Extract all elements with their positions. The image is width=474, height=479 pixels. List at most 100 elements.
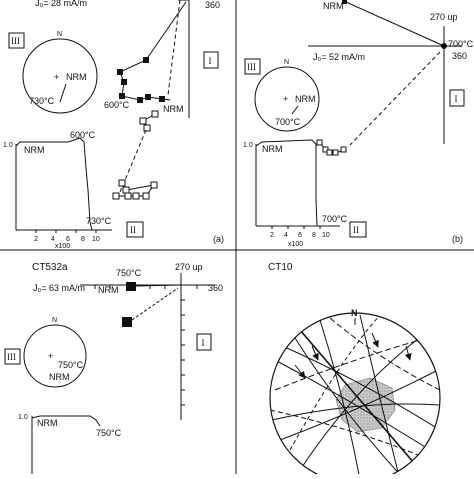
x-ticks [271, 226, 321, 229]
panel-b-box-i [449, 89, 465, 107]
panel-b-cross: + [283, 94, 288, 104]
demag-temp-730: 730°C [86, 216, 112, 226]
panel-c-axis-360: 360 [208, 283, 223, 293]
data-point [332, 149, 339, 156]
panel-a-stereonet-nrm: NRM [66, 72, 87, 82]
panel-b-horizontal-projection [345, 1, 445, 47]
panel-c-zij-nrm: NRM [98, 285, 119, 295]
data-point [119, 93, 125, 99]
panel-a-zij-temp-600: 600°C [104, 100, 130, 110]
panel-a-stereonet-temp: 730°C [29, 96, 55, 106]
panel-b-axis-360: 360 [452, 51, 467, 61]
data-point [118, 179, 126, 187]
x-tick-label: 10 [92, 236, 100, 243]
demag-curve [31, 415, 101, 427]
demag-temp-750: 750°C [96, 428, 122, 438]
panel-c-vertical-cluster [122, 317, 132, 327]
panel-a-north: N [57, 31, 62, 38]
x-tick-label: 2 [34, 236, 38, 243]
arrow [404, 345, 412, 361]
panel-a-label-ii: II [130, 225, 136, 235]
panel-b-north: N [284, 59, 289, 66]
arrow [294, 364, 306, 379]
panel-d-title: CT10 [268, 262, 293, 273]
great-circle [299, 329, 421, 471]
panel-c-stereonet-nrm: NRM [49, 372, 70, 382]
x-tick-label: 6 [66, 236, 70, 243]
panel-a-label-i: I [209, 56, 212, 66]
panel-b-stereonet [254, 66, 320, 132]
data-point [132, 192, 140, 200]
demag-curve [255, 139, 318, 227]
panel-d: CT10 N [268, 262, 441, 479]
arrow [311, 345, 319, 361]
data-point [340, 146, 347, 153]
panel-a-zij-nrm: NRM [163, 104, 184, 114]
x-tick-label: 2 [270, 232, 274, 239]
data-point [150, 181, 158, 189]
x-tick-label: 8 [81, 236, 85, 243]
panel-a-open-points [139, 110, 159, 132]
data-point [121, 79, 127, 85]
great-circles [270, 314, 440, 479]
panel-c-nrm-cluster [126, 282, 136, 291]
data-point [159, 96, 165, 102]
panel-d-stereonet [269, 312, 441, 479]
panel-c-stereonet [23, 324, 87, 388]
panel-c-axis-ticks [94, 285, 198, 406]
panel-c-intensity: J₀= 63 mA/m [33, 283, 85, 293]
arrows [294, 332, 412, 379]
x-tick-label: 4 [51, 236, 55, 243]
x-tick-label: 6 [298, 232, 302, 239]
data-point [139, 117, 147, 125]
data-point [122, 186, 130, 194]
great-circle [274, 339, 421, 391]
x-tick-label: 4 [284, 232, 288, 239]
panel-b-axis-270: 270 up [430, 12, 458, 22]
panel-a-stereonet-path [59, 83, 67, 103]
y-tick-label: 1.0 [18, 414, 28, 421]
panel-b: NRM 270 up 700°C 360 J₀= 52 mA/m I III N… [243, 0, 474, 248]
x-multiplier: x100 [55, 243, 70, 250]
panel-a-open-points-2 [112, 179, 158, 200]
data-point [326, 149, 333, 156]
demag-nrm: NRM [24, 145, 45, 155]
panel-b-label-ii: II [353, 225, 359, 235]
panel-b-box-ii [349, 221, 367, 238]
panel-a-stereonet [22, 38, 98, 114]
panel-c-label-iii: III [7, 352, 16, 362]
data-point [342, 0, 347, 4]
data-point [137, 97, 143, 103]
panel-a-box-iii [8, 32, 25, 49]
panel-a-box-ii [126, 221, 144, 238]
panel-c-north: N [52, 317, 57, 324]
great-circle [289, 314, 381, 451]
panel-a-label-iii: III [11, 36, 20, 46]
panel-c: CT532a 750°C 270 up J₀= 63 mA/m NRM 360 … [4, 262, 223, 474]
data-point [143, 57, 149, 63]
panel-c-box-iii [4, 348, 21, 365]
panel-a-demag-plot: 1.0 NRM 600°C 730°C 2 4 6 8 10 x100 [3, 130, 112, 250]
arrow [371, 332, 379, 348]
panel-b-letter: (b) [452, 234, 463, 244]
great-circle [270, 409, 431, 461]
demag-nrm: NRM [262, 144, 283, 154]
panel-b-box-iii [244, 58, 261, 75]
y-tick-label: 1.0 [243, 142, 253, 149]
x-tick-label: 8 [312, 232, 316, 239]
panel-a: J₀= 28 mA/m 360 I 600°C NRM [3, 0, 224, 250]
panel-c-label-i: I [202, 338, 205, 348]
demag-temp-700: 700°C [322, 214, 348, 224]
panel-a-fit-line-upper [167, 0, 181, 96]
panel-c-box-i [196, 333, 212, 351]
panel-a-cross: + [54, 72, 59, 82]
panel-c-axis-270: 270 up [175, 262, 203, 272]
panel-b-stereonet-temp: 700°C [275, 117, 301, 127]
panel-b-open-points [316, 139, 347, 156]
panel-c-title: CT532a [32, 262, 68, 273]
panel-c-fit-line [131, 287, 179, 321]
data-point [117, 69, 123, 75]
great-circle [319, 319, 361, 479]
panel-a-horizontal-projection [119, 1, 187, 101]
